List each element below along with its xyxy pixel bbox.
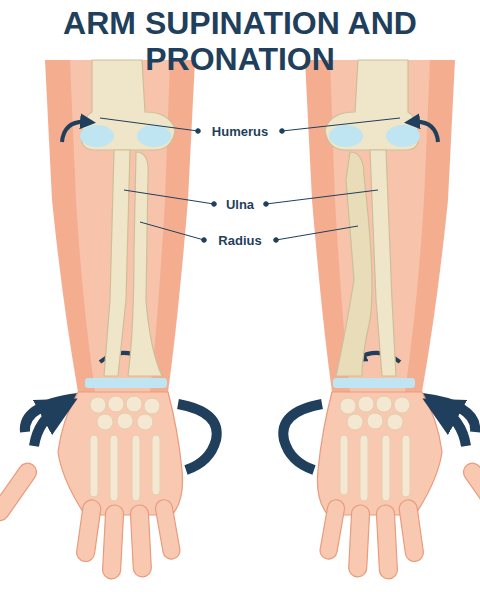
radius-bone xyxy=(128,152,162,376)
bone-label: Humerus xyxy=(210,124,270,139)
leader-lines xyxy=(100,118,400,242)
pronated-arm xyxy=(283,60,480,579)
supinated-arm xyxy=(0,60,217,579)
ulna-bone xyxy=(370,150,396,376)
ulna-bone xyxy=(104,150,130,376)
radius-bone xyxy=(336,152,372,376)
bone-label: Ulna xyxy=(224,197,256,212)
diagram-title: ARM SUPINATION AND PRONATION xyxy=(30,6,450,78)
bone-label: Radius xyxy=(216,233,263,248)
